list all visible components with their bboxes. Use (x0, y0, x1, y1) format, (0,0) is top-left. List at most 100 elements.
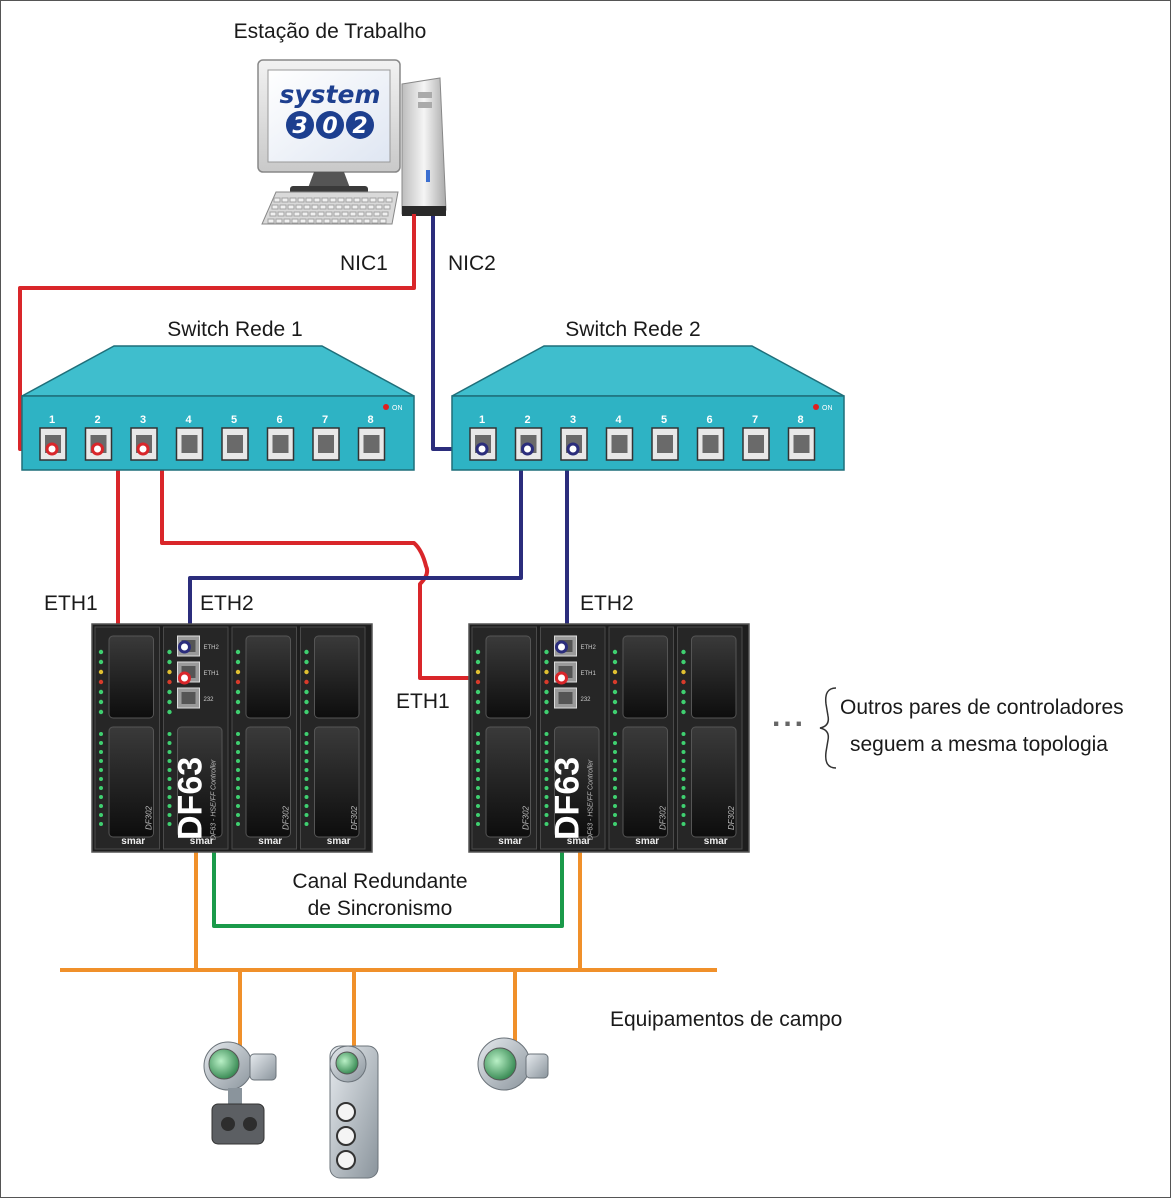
module-led (304, 804, 309, 808)
controller-port-label: ETH1 (204, 671, 220, 677)
switch-port-socket (272, 435, 289, 453)
module-led (681, 786, 686, 790)
switch-port-label: 4 (185, 414, 192, 426)
smar-brand-label: smar (498, 836, 522, 847)
module-led (304, 669, 309, 675)
switch-port-connector (521, 442, 534, 456)
controller-port-socket (558, 692, 573, 704)
module-led (612, 649, 618, 655)
module-led (544, 649, 549, 655)
module-led (98, 709, 104, 715)
module-led (304, 768, 309, 772)
module-led (613, 786, 617, 790)
switch-port-socket (748, 435, 764, 453)
eth1-connector (178, 671, 191, 685)
module-led (167, 659, 172, 665)
note-line-1: Outros pares de controladores (840, 696, 1124, 719)
power-led (383, 404, 389, 410)
module-led (98, 679, 104, 685)
switch-port-label: 5 (231, 414, 237, 426)
module-led (235, 659, 241, 665)
sync-channel-line-2: de Sincronismo (307, 897, 453, 920)
module-led (236, 795, 240, 799)
module-led (304, 741, 309, 745)
controller-port-label: 232 (581, 697, 592, 703)
wire-sw1p3-ctrl2-eth1 (160, 449, 568, 680)
module-df302-label: DF302 (350, 805, 359, 830)
workstation: system 3 0 2 (257, 59, 447, 225)
switch-port-label: 6 (276, 414, 282, 426)
module-led (99, 813, 103, 817)
module-led (304, 759, 309, 763)
module-led (99, 786, 103, 790)
module-slot-lower (314, 726, 360, 838)
module-led (681, 649, 686, 655)
module-led (235, 649, 241, 655)
module-led (304, 689, 309, 695)
module-led (475, 649, 481, 655)
module-slot-lower (485, 726, 531, 838)
module-led (681, 822, 686, 826)
module-led (167, 768, 172, 772)
module-led (236, 804, 240, 808)
eth2-connector (178, 640, 191, 654)
module-led (613, 813, 617, 817)
module-df302-label: DF302 (727, 805, 736, 830)
module-led (236, 732, 240, 736)
module-led (475, 679, 481, 685)
module-slot-lower (554, 726, 600, 838)
module-led (476, 813, 480, 817)
switch-port-label: 6 (706, 414, 712, 426)
df63-subtitle: DF63 - HSE/FF Controller (588, 759, 595, 840)
switch-port-connector (475, 442, 489, 456)
controller-port-label: ETH1 (581, 671, 597, 677)
module-df302-label: DF302 (282, 805, 291, 830)
module-led (544, 768, 549, 772)
smar-brand-label: smar (567, 836, 591, 847)
module-led (612, 679, 618, 685)
module-led (681, 669, 686, 675)
field-equipment-label: Equipamentos de campo (610, 1008, 843, 1031)
module-df302-label: DF302 (659, 805, 668, 830)
module-led (475, 689, 481, 695)
module-led (99, 822, 103, 826)
module-led (167, 649, 172, 655)
module-slot-upper (691, 635, 737, 719)
module-led (476, 786, 480, 790)
switch-port-socket (702, 435, 719, 453)
module-led (475, 699, 481, 705)
switch-port-label: 4 (615, 414, 622, 426)
logo-digit-3: 2 (352, 114, 367, 139)
module-led (681, 768, 686, 772)
sync-channel-line-1: Canal Redundante (292, 870, 468, 893)
switch-port-label: 1 (479, 414, 485, 426)
module-df302-label: DF302 (522, 805, 531, 830)
pc-tower (401, 77, 447, 215)
switch-port (651, 427, 679, 461)
module-led (681, 813, 686, 817)
module-led (681, 777, 686, 781)
module-led (544, 689, 549, 695)
module-led (167, 804, 172, 808)
module-led (681, 741, 686, 745)
smar-brand-label: smar (258, 836, 282, 847)
switch-top-panel (21, 345, 415, 397)
module-led (99, 759, 103, 763)
module-led (544, 659, 549, 665)
switch-port-connector (136, 442, 150, 456)
controller-port-label: ETH2 (204, 645, 220, 651)
module-led (304, 679, 309, 685)
module-slot-lower (108, 726, 154, 838)
switch-port-label: 7 (322, 414, 328, 426)
smar-brand-label: smar (327, 836, 351, 847)
module-led (304, 777, 309, 781)
module-led (98, 669, 104, 675)
module-led (304, 795, 309, 799)
module-slot-upper (245, 635, 291, 719)
switch-front-panel (451, 395, 845, 471)
logo-digit-1: 3 (292, 114, 307, 139)
note-brace (819, 687, 837, 769)
